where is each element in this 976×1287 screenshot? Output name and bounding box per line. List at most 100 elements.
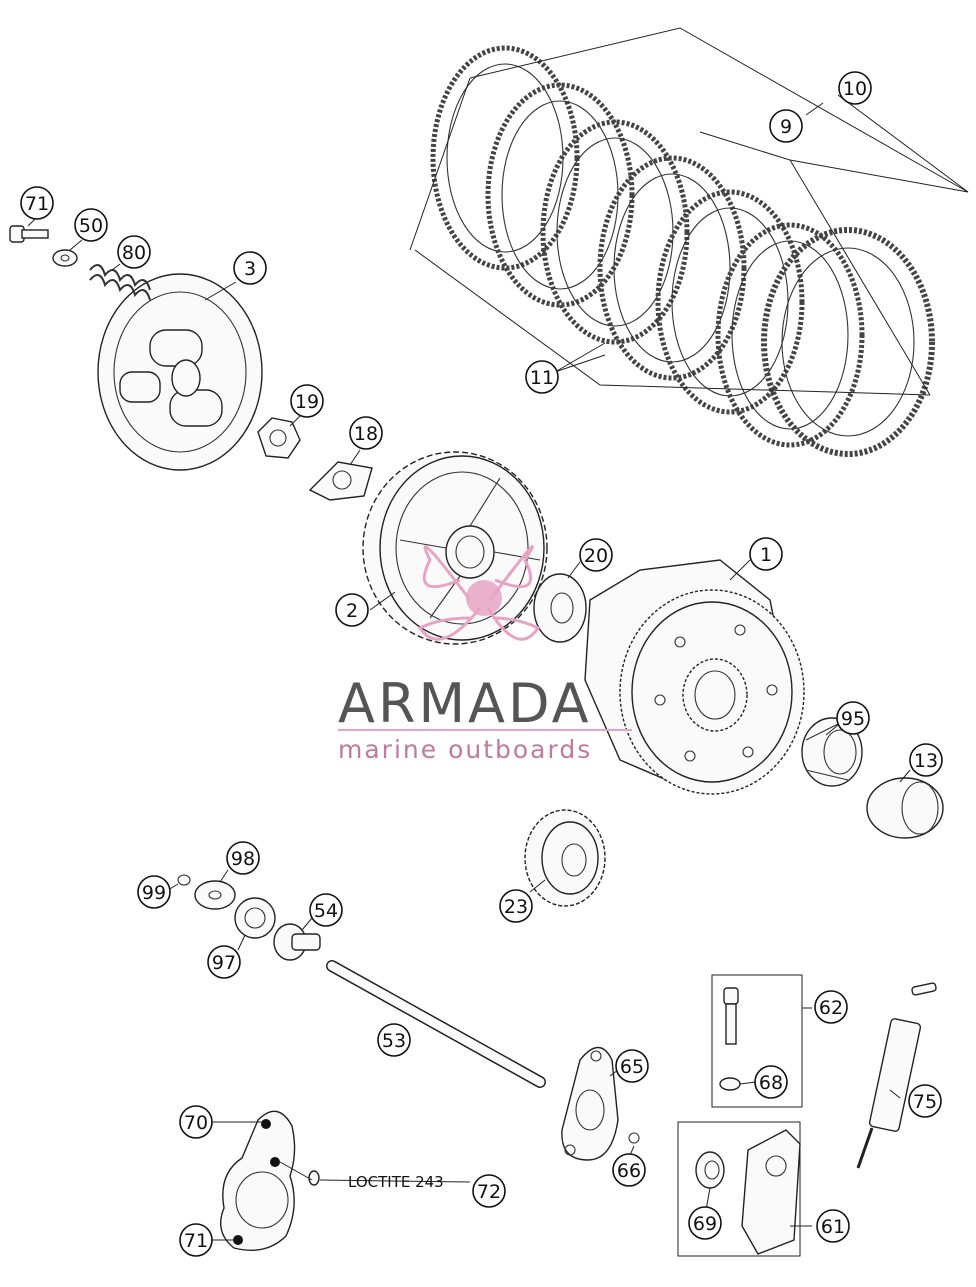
- callout-layer: 10 9 11 71 50 80 3 19 18 2 20 1 95 13 23 98 99 54 97 53 62 68…: [20, 71, 943, 1257]
- callout-label: 13: [914, 750, 938, 772]
- nut-19: [257, 417, 301, 459]
- callout-circle: [179, 1105, 213, 1139]
- watermark-title: ARMADA: [338, 672, 592, 735]
- callout-20: 20: [579, 538, 613, 572]
- spring-80: [89, 264, 151, 301]
- callout-label: 1: [760, 544, 772, 566]
- bushing-13: [866, 777, 944, 839]
- callout-18: 18: [349, 416, 383, 450]
- callout-circle: [909, 743, 943, 777]
- callout-label: 10: [843, 78, 867, 100]
- callout-95: 95: [836, 701, 870, 735]
- circlip-99: [177, 874, 191, 886]
- callout-label: 71: [184, 1230, 208, 1252]
- ball-66: [628, 1132, 640, 1144]
- callout-62: 62: [814, 990, 848, 1024]
- callout-circle: [472, 1174, 506, 1208]
- callout-label: 62: [819, 997, 843, 1019]
- callout-label: 70: [184, 1112, 208, 1134]
- callout-23: 23: [499, 889, 533, 923]
- callout-label: 97: [212, 952, 236, 974]
- thrust-washer-20: [533, 573, 587, 643]
- armada-watermark: ARMADA marine outboards: [338, 545, 632, 764]
- pressure-plate-assembly: [9, 225, 373, 501]
- callout-circle: [688, 1206, 722, 1240]
- callout-circle: [816, 1209, 850, 1243]
- callout-label: 2: [346, 600, 358, 622]
- bleeder-kit-62: [711, 974, 803, 1108]
- callout-circle: [309, 893, 343, 927]
- callout-circle: [117, 235, 151, 269]
- callout-1: 1: [749, 537, 783, 571]
- callout-circle: [908, 1084, 942, 1118]
- lock-washer-18: [308, 461, 373, 501]
- callout-label: 50: [79, 215, 103, 237]
- callout-label: 53: [382, 1030, 406, 1052]
- callout-label: 71: [25, 193, 49, 215]
- washer-50: [52, 249, 78, 267]
- callout-label: 75: [913, 1091, 937, 1113]
- oring-69: [695, 1151, 725, 1189]
- callout-label: 98: [231, 848, 255, 870]
- loctite-note: LOCTITE 243: [348, 1173, 444, 1191]
- callout-circle: [612, 1153, 646, 1187]
- callout-circle: [525, 360, 559, 394]
- callout-9: 9: [769, 109, 803, 143]
- inner-clutch-hub: [362, 451, 548, 645]
- clutch-discs: [430, 45, 935, 457]
- callout-label: 99: [142, 882, 166, 904]
- callout-label: 65: [620, 1056, 644, 1078]
- callout-circle: [20, 186, 54, 220]
- callout-circle: [838, 71, 872, 105]
- cover-bracket-70: [220, 1110, 320, 1251]
- callout-label: 69: [693, 1213, 717, 1235]
- callout-61: 61: [816, 1209, 850, 1243]
- primary-gear-23: [524, 809, 606, 907]
- locating-pin-72: [308, 1170, 320, 1186]
- callout-circle: [836, 701, 870, 735]
- callout-69: 69: [688, 1206, 722, 1240]
- callout-3: 3: [233, 251, 267, 285]
- callout-label: 18: [354, 423, 378, 445]
- callout-circle: [137, 875, 171, 909]
- callout-circle: [769, 109, 803, 143]
- callout-circle: [335, 593, 369, 627]
- callout-label: 95: [841, 708, 865, 730]
- callout-98: 98: [226, 841, 260, 875]
- gasket-65: [561, 1046, 619, 1161]
- callout-label: 19: [295, 391, 319, 413]
- callout-label: 54: [314, 900, 338, 922]
- callout-2: 2: [335, 593, 369, 627]
- callout-68: 68: [754, 1065, 788, 1099]
- callout-circle: [814, 990, 848, 1024]
- callout-circle: [233, 251, 267, 285]
- callout-70: 70: [179, 1105, 213, 1139]
- callout-circle: [499, 889, 533, 923]
- callout-circle: [74, 208, 108, 242]
- callout-75: 75: [908, 1084, 942, 1118]
- push-rod-group: [177, 874, 546, 1088]
- thrust-bearing-97: [234, 897, 276, 939]
- callout-circle: [349, 416, 383, 450]
- callout-65: 65: [615, 1049, 649, 1083]
- callout-71b: 71: [179, 1223, 213, 1257]
- callout-97: 97: [207, 945, 241, 979]
- propeller-hub-icon: [466, 580, 502, 616]
- callout-label: 9: [780, 116, 792, 138]
- callout-circle: [377, 1023, 411, 1057]
- clutch-disc-stack: [409, 27, 969, 457]
- callout-label: 66: [617, 1160, 641, 1182]
- callout-label: 61: [821, 1216, 845, 1238]
- propeller-logo-icon: [417, 545, 541, 641]
- callout-53: 53: [377, 1023, 411, 1057]
- syringe-75: [856, 982, 937, 1169]
- callout-circle: [754, 1065, 788, 1099]
- callout-circle: [579, 538, 613, 572]
- callout-19: 19: [290, 384, 324, 418]
- disc-group-lines: [409, 27, 969, 396]
- callout-80: 80: [117, 235, 151, 269]
- push-rod-53: [326, 960, 546, 1088]
- callout-label: 80: [122, 242, 146, 264]
- callout-11: 11: [525, 360, 559, 394]
